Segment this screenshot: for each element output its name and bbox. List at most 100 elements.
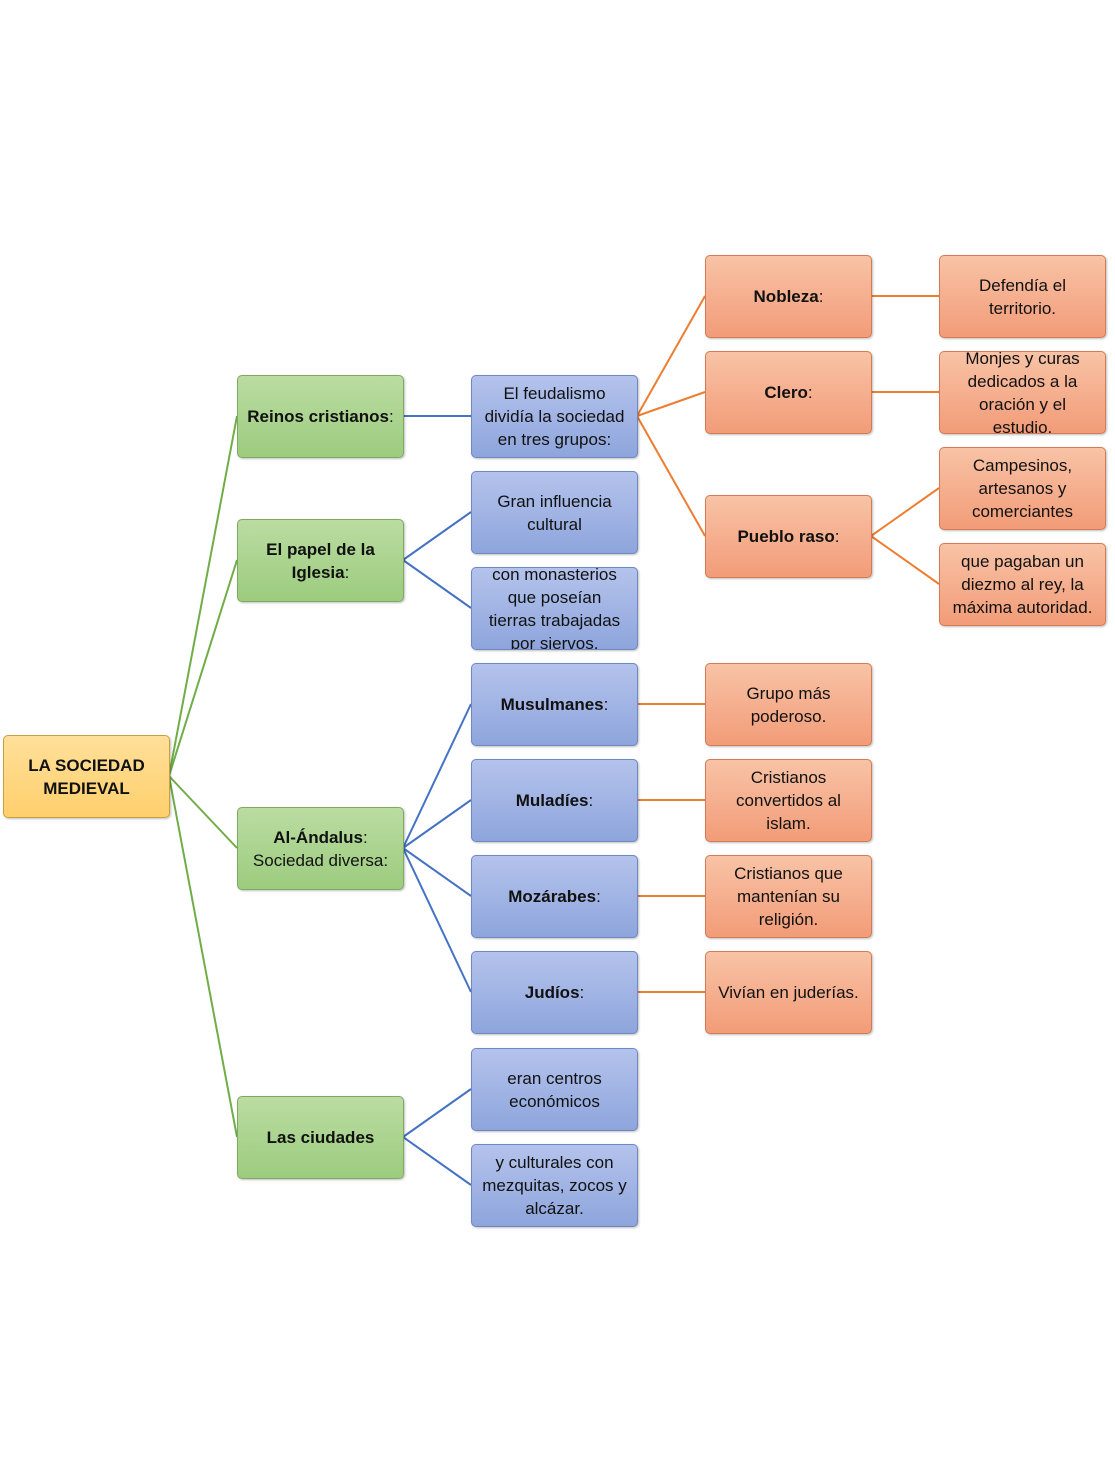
feudal-line-1: El feudalismo [503, 384, 606, 403]
connector-ciudades-c2 [402, 1136, 472, 1186]
node-las-ciudades: Las ciudades [237, 1096, 404, 1179]
node-judios-desc: Vivían en juderías. [705, 951, 872, 1034]
clero-title: Clero [764, 383, 808, 402]
reinos-colon: : [388, 407, 394, 426]
clero-colon: : [807, 383, 813, 402]
root-node: LA SOCIEDAD MEDIEVAL [3, 735, 170, 818]
connector-root-iglesia [168, 559, 238, 777]
connector-andalus-muladies [402, 799, 472, 849]
pueblo-desc2-line-1: que pagaban un [961, 552, 1084, 571]
pueblo-colon: : [834, 527, 840, 546]
nobleza-colon: : [818, 287, 824, 306]
ciudades-c2-line-1: y culturales con [495, 1153, 614, 1172]
ciudades-c2-line-3: alcázar. [525, 1199, 584, 1218]
iglesia-title-2: Iglesia [291, 562, 345, 582]
iglesia-c2-line-3: tierras trabajadas [488, 610, 621, 630]
ciudades-title: Las ciudades [266, 1128, 375, 1147]
connector-andalus-mozarabes [402, 847, 472, 897]
node-nobleza: Nobleza: [705, 255, 872, 338]
node-clero: Clero: [705, 351, 872, 434]
nobleza-desc-line-1: Defendía el [979, 275, 1066, 295]
node-musulmanes-desc: Grupo más poderoso. [705, 663, 872, 746]
judios-desc-line-1: Vivían en juderías. [718, 983, 859, 1002]
root-line-2: MEDIEVAL [43, 778, 130, 798]
node-clero-desc: Monjes y curas dedicados a la oración y … [939, 351, 1106, 434]
node-judios: Judíos: [471, 951, 638, 1034]
node-reinos-cristianos: Reinos cristianos: [237, 375, 404, 458]
andalus-subtitle: Sociedad diversa: [252, 850, 389, 870]
pueblo-desc1-line-2: artesanos y [978, 479, 1067, 498]
clero-desc-line-2: dedicados a la [967, 371, 1078, 391]
iglesia-c2-line-2: que poseían [507, 587, 602, 607]
node-ciudades-centros: eran centros económicos [471, 1048, 638, 1131]
node-pueblo-desc-1: Campesinos, artesanos y comerciantes [939, 447, 1106, 530]
connector-pueblo-desc2 [870, 535, 940, 585]
connector-andalus-musulmanes [402, 703, 472, 849]
node-iglesia-influencia: Gran influencia cultural [471, 471, 638, 554]
andalus-title: Al-Ándalus [273, 827, 363, 847]
muladies-desc-line-1: Cristianos [750, 768, 827, 787]
connector-pueblo-desc1 [870, 487, 940, 537]
mozarabes-desc-line-2: mantenían su [736, 887, 840, 906]
andalus-colon: : [363, 827, 368, 847]
node-ciudades-culturales: y culturales con mezquitas, zocos y alcá… [471, 1144, 638, 1227]
judios-title: Judíos [524, 983, 580, 1002]
node-nobleza-desc: Defendía el territorio. [939, 255, 1106, 338]
node-feudalismo: El feudalismo dividía la sociedad en tre… [471, 375, 638, 458]
iglesia-title-1: El papel de la [266, 539, 375, 559]
clero-desc-line-3: oración y el [979, 394, 1066, 414]
node-muladies-desc: Cristianos convertidos al islam. [705, 759, 872, 842]
mozarabes-colon: : [596, 887, 601, 906]
node-al-andalus: Al-Ándalus: Sociedad diversa: [237, 807, 404, 890]
connector-root-andalus [168, 775, 238, 849]
pueblo-desc2-line-3: máxima autoridad. [952, 598, 1093, 617]
connector-root-ciudades [168, 775, 238, 1138]
iglesia-colon: : [344, 562, 350, 582]
connector-feudal-nobleza [636, 295, 706, 417]
iglesia-c1-line-2: cultural [527, 514, 582, 534]
reinos-title: Reinos cristianos [247, 407, 389, 426]
ciudades-c1-line-1: eran centros [507, 1068, 602, 1088]
pueblo-desc1-line-1: Campesinos, [972, 456, 1073, 475]
node-muladies: Muladíes: [471, 759, 638, 842]
mozarabes-title: Mozárabes [508, 887, 597, 906]
pueblo-desc1-line-3: comerciantes [971, 502, 1074, 521]
connector-feudal-pueblo [636, 415, 706, 537]
muladies-desc-line-2: convertidos al [736, 791, 841, 810]
mozarabes-desc-line-1: Cristianos que [734, 864, 843, 883]
muladies-colon: : [588, 791, 594, 810]
musulmanes-title: Musulmanes [500, 695, 604, 714]
root-line-1: LA SOCIEDAD [28, 755, 145, 775]
node-iglesia-monasterios: con monasterios que poseían tierras trab… [471, 567, 638, 650]
node-pueblo-desc-2: que pagaban un diezmo al rey, la máxima … [939, 543, 1106, 626]
mozarabes-desc-line-3: religión. [758, 910, 819, 929]
node-mozarabes: Mozárabes: [471, 855, 638, 938]
feudal-line-2: dividía la sociedad [484, 407, 625, 426]
ciudades-c1-line-2: económicos [509, 1091, 600, 1111]
pueblo-title: Pueblo raso [737, 527, 835, 546]
node-musulmanes: Musulmanes: [471, 663, 638, 746]
connector-andalus-judios [402, 847, 472, 993]
musulmanes-desc-line-2: poderoso. [750, 706, 827, 726]
connector-root-reinos [168, 415, 238, 777]
judios-colon: : [579, 983, 585, 1002]
muladies-desc-line-3: islam. [766, 814, 811, 833]
connector-feudal-clero [636, 391, 706, 417]
iglesia-c2-line-1: con monasterios [492, 567, 617, 584]
node-pueblo-raso: Pueblo raso: [705, 495, 872, 578]
connector-ciudades-c1 [402, 1088, 472, 1138]
musulmanes-colon: : [603, 695, 609, 714]
node-mozarabes-desc: Cristianos que mantenían su religión. [705, 855, 872, 938]
connector-iglesia-c2 [402, 559, 472, 609]
clero-desc-line-1: Monjes y curas [965, 351, 1080, 368]
connector-iglesia-c1 [402, 511, 472, 561]
musulmanes-desc-line-1: Grupo más [746, 683, 831, 703]
iglesia-c2-line-4: por siervos. [510, 633, 599, 650]
node-papel-iglesia: El papel de la Iglesia: [237, 519, 404, 602]
feudal-line-3: en tres grupos: [497, 430, 612, 449]
muladies-title: Muladíes [515, 791, 589, 810]
iglesia-c1-line-1: Gran influencia [497, 491, 612, 511]
nobleza-title: Nobleza [753, 287, 819, 306]
pueblo-desc2-line-2: diezmo al rey, la [961, 575, 1084, 594]
